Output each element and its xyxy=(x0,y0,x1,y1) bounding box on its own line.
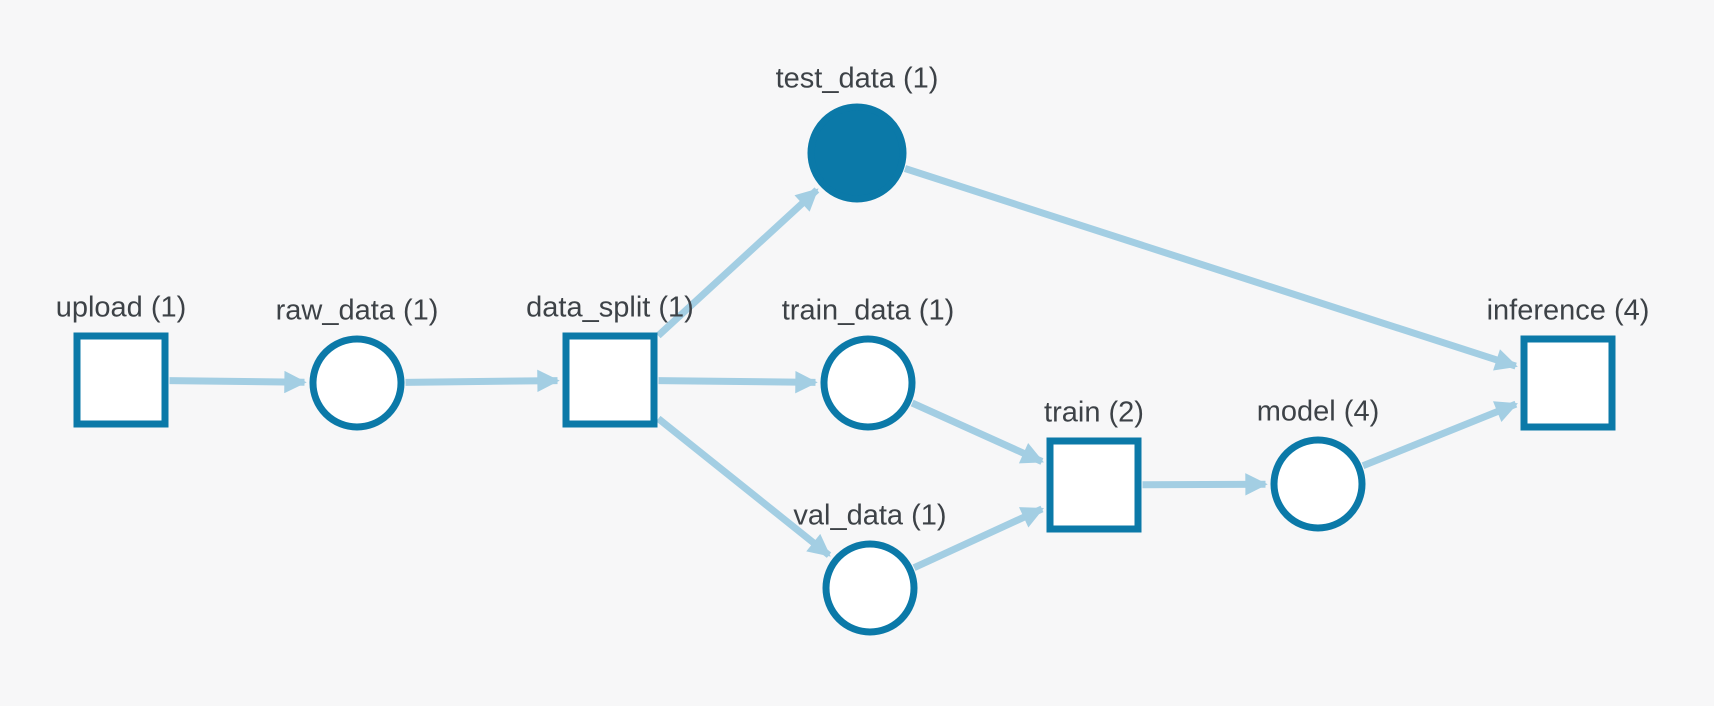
train-square-shape xyxy=(1046,437,1142,533)
node-train[interactable]: train (2) xyxy=(1044,397,1144,533)
node-train_data[interactable]: train_data (1) xyxy=(782,295,955,431)
val_data-circle-shape xyxy=(822,540,918,636)
node-test_data[interactable]: test_data (1) xyxy=(776,63,939,203)
edge-train_data-to-train xyxy=(910,399,1044,465)
edge-data_split-to-train_data xyxy=(658,370,818,394)
nodes-layer: upload (1) raw_data (1) data_split (1) test… xyxy=(56,63,1650,636)
node-label-upload: upload (1) xyxy=(56,292,187,324)
upload-square-shape xyxy=(73,332,169,428)
node-label-test_data: test_data (1) xyxy=(776,63,939,95)
edge-upload-to-raw_data xyxy=(169,370,307,394)
inference-square-shape xyxy=(1520,335,1616,431)
node-label-val_data: val_data (1) xyxy=(793,500,946,532)
edge-val_data-to-train xyxy=(912,505,1045,571)
node-label-raw_data: raw_data (1) xyxy=(276,295,439,327)
node-val_data[interactable]: val_data (1) xyxy=(793,500,947,636)
edge-raw_data-to-data_split xyxy=(405,369,560,393)
node-label-data_split: data_split (1) xyxy=(526,292,694,324)
edge-data_split-to-val_data xyxy=(656,415,832,558)
edge-data_split-to-test_data xyxy=(655,187,820,339)
edge-test_data-to-inference xyxy=(903,165,1518,371)
test_data-circle-shape xyxy=(807,103,907,203)
node-model[interactable]: model (4) xyxy=(1257,396,1380,532)
raw_data-circle-shape xyxy=(309,335,405,431)
node-label-train: train (2) xyxy=(1044,397,1144,429)
edges-layer xyxy=(169,165,1518,571)
node-label-model: model (4) xyxy=(1257,396,1380,428)
node-label-train_data: train_data (1) xyxy=(782,295,955,327)
data_split-square-shape xyxy=(562,332,658,428)
node-raw_data[interactable]: raw_data (1) xyxy=(276,295,439,431)
node-label-inference: inference (4) xyxy=(1487,295,1650,327)
node-inference[interactable]: inference (4) xyxy=(1487,295,1650,431)
model-circle-shape xyxy=(1270,436,1366,532)
edge-train-to-model xyxy=(1142,473,1268,496)
node-data_split[interactable]: data_split (1) xyxy=(526,292,694,428)
edge-model-to-inference xyxy=(1361,400,1518,470)
train_data-circle-shape xyxy=(820,335,916,431)
node-upload[interactable]: upload (1) xyxy=(56,292,187,428)
